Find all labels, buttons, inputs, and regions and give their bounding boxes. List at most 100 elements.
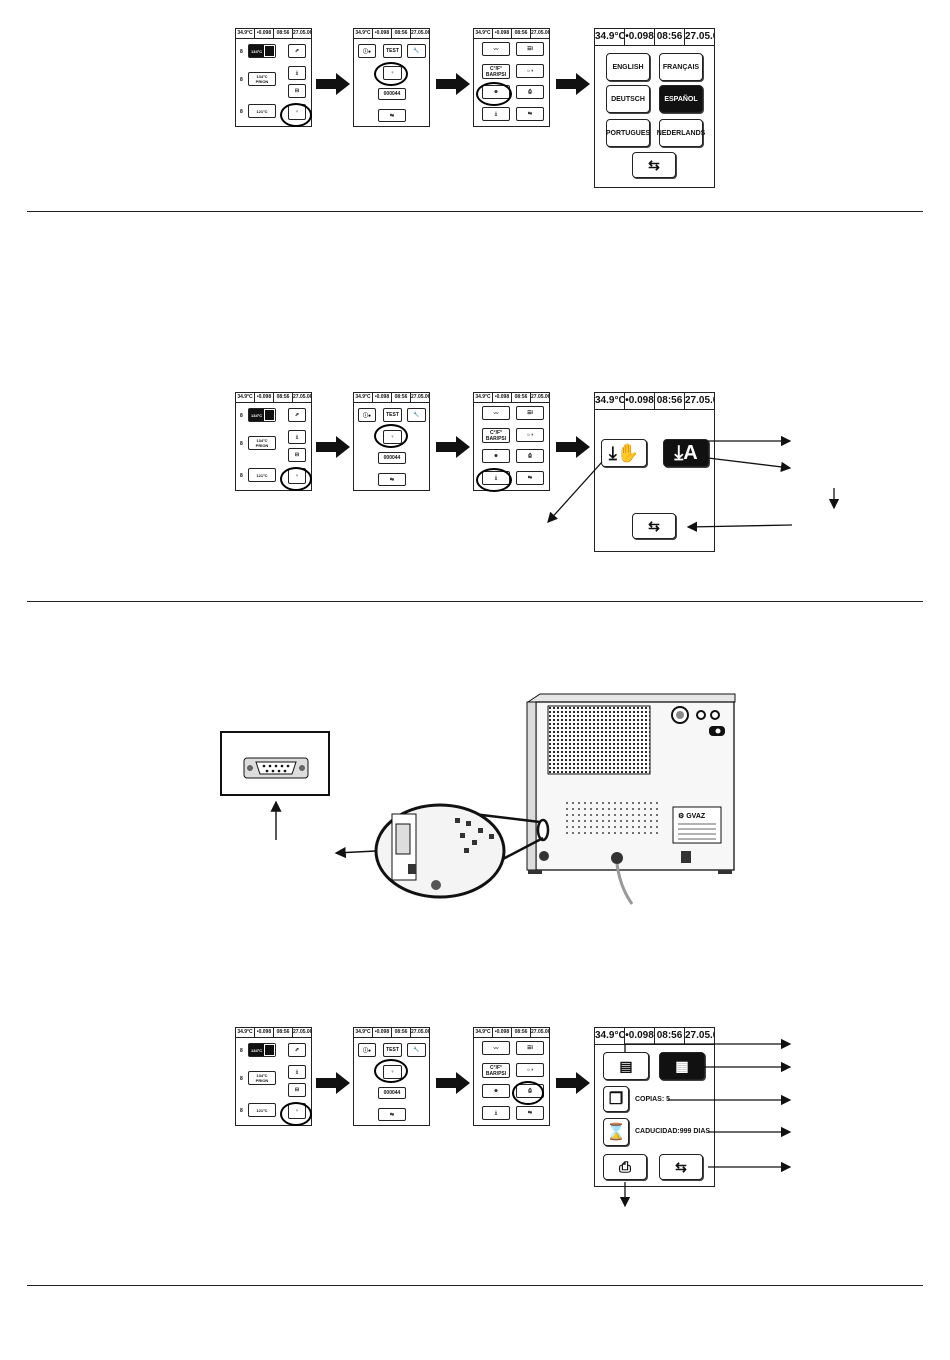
time-readout: 08:56	[273, 1028, 292, 1037]
info-button[interactable]: ⓘ●	[358, 1043, 376, 1057]
door-button[interactable]: ⇗	[288, 44, 306, 58]
load-button[interactable]: ⊟	[288, 1083, 306, 1097]
language-francais-button[interactable]: FRANÇAIS	[659, 53, 703, 81]
info-button[interactable]: ⓘ●	[358, 408, 376, 422]
status-bar: 34.9°C •0.098 08:56 27.05.06	[236, 1028, 311, 1038]
section-printer-connection: ⚙ GVAZ	[0, 602, 950, 1286]
program-134-button[interactable]: 134°C	[248, 408, 276, 422]
units-button[interactable]: C°/F°BAR/PSI	[482, 1063, 510, 1078]
language-nederlands-button[interactable]: NEDERLANDS	[657, 119, 705, 147]
time-readout: 08:56	[654, 29, 684, 45]
graph-button[interactable]: 〰	[482, 1041, 510, 1055]
time-readout: 08:56	[273, 393, 292, 402]
date-readout: 27.05.06	[684, 393, 714, 409]
brightness-button[interactable]: ☼◗	[516, 428, 544, 442]
pressure-readout: •0.098	[624, 393, 654, 409]
flow-arrow-icon	[556, 1072, 590, 1094]
download-button[interactable]: ⤓	[288, 66, 306, 80]
flow-arrow-icon	[556, 436, 590, 458]
auto-download-button[interactable]: ⤓A	[663, 439, 709, 467]
back-button[interactable]: ⇆	[516, 1106, 544, 1120]
program-121-button[interactable]: 121°C	[248, 1103, 276, 1117]
program-134-button[interactable]: 134°C	[248, 44, 276, 58]
language-button[interactable]: ☻	[482, 1084, 510, 1098]
graph-button[interactable]: 〰	[482, 42, 510, 56]
download-button[interactable]: ⤓	[482, 1106, 510, 1120]
back-button[interactable]: ⇆	[378, 473, 406, 486]
test-button[interactable]: TEST	[383, 408, 402, 422]
brightness-button[interactable]: ☼◗	[516, 1063, 544, 1077]
load-button[interactable]: ⊟	[288, 448, 306, 462]
back-button[interactable]: ⇆	[378, 1108, 406, 1121]
language-espanol-button[interactable]: ESPAÑOL	[659, 85, 703, 113]
cycle-counter: 000044	[378, 452, 406, 464]
highlight-ring	[374, 62, 408, 86]
door-button[interactable]: ⇗	[288, 408, 306, 422]
flow-arrow-icon	[556, 73, 590, 95]
test-button[interactable]: TEST	[383, 1043, 402, 1057]
expiry-label: CADUCIDAD:999 DIAS	[635, 1128, 711, 1135]
diamond-icon	[264, 409, 275, 421]
units-button[interactable]: C°/F°BAR/PSI	[482, 64, 510, 79]
wrench-button[interactable]: 🔧	[407, 44, 426, 58]
back-button[interactable]: ⇆	[659, 1154, 703, 1180]
program-134-button[interactable]: 134°C	[248, 1043, 276, 1057]
manual-download-button[interactable]: ⤓✋	[601, 439, 647, 467]
temperature-readout: 34.9°C	[595, 395, 624, 406]
printer-button[interactable]: ⎙	[516, 85, 544, 99]
units-button[interactable]: C°/F°BAR/PSI	[482, 428, 510, 443]
download-button[interactable]: ⤓	[288, 430, 306, 444]
load-button[interactable]: ⊟	[288, 84, 306, 98]
date-readout: 27.05.06	[292, 1028, 311, 1037]
highlight-ring	[374, 1059, 408, 1083]
date-readout: 27.05.06	[292, 393, 311, 402]
wrench-button[interactable]: 🔧	[407, 408, 426, 422]
list-info-button[interactable]: ☰i	[516, 406, 544, 420]
list-info-button[interactable]: ☰i	[516, 42, 544, 56]
language-deutsch-button[interactable]: DEUTSCH	[606, 85, 650, 113]
info-button[interactable]: ⓘ●	[358, 44, 376, 58]
back-button[interactable]: ⇆	[378, 109, 406, 122]
highlight-ring	[512, 1081, 544, 1105]
temperature-readout: 34.9°C	[595, 1030, 624, 1041]
flow-arrow-icon	[316, 73, 350, 95]
section-download: 34.9°C •0.098 08:56 27.05.06 134°C ⇗ 134…	[0, 212, 950, 602]
time-readout: 08:56	[273, 29, 292, 38]
flow-arrow-icon	[316, 1072, 350, 1094]
list-info-button[interactable]: ☰i	[516, 1041, 544, 1055]
wrench-button[interactable]: 🔧	[407, 1043, 426, 1057]
language-english-button[interactable]: ENGLISH	[606, 53, 650, 81]
print-button[interactable]: ⎙	[603, 1154, 647, 1180]
highlight-ring	[280, 103, 312, 127]
diamond-icon	[264, 45, 275, 57]
back-button[interactable]: ⇆	[632, 152, 676, 178]
door-button[interactable]: ⇗	[288, 1043, 306, 1057]
back-button[interactable]: ⇆	[516, 471, 544, 485]
temperature-readout: 34.9°C	[237, 394, 253, 400]
highlight-ring	[280, 1102, 312, 1126]
print-format-grid-button[interactable]: ▦	[659, 1052, 705, 1080]
program-121-button[interactable]: 121°C	[248, 468, 276, 482]
download-button[interactable]: ⤓	[482, 107, 510, 121]
back-button[interactable]: ⇆	[632, 513, 676, 539]
temperature-readout: 34.9°C	[237, 1029, 253, 1035]
download-button[interactable]: ⤓	[288, 1065, 306, 1079]
language-portugues-button[interactable]: PORTUGUES	[606, 119, 650, 147]
graph-button[interactable]: 〰	[482, 406, 510, 420]
print-format-list-button[interactable]: ▤	[603, 1052, 649, 1080]
printer-button[interactable]: ⎙	[516, 449, 544, 463]
status-bar: 34.9°C •0.098 08:56 27.05.06	[236, 393, 311, 403]
back-button[interactable]: ⇆	[516, 107, 544, 121]
hourglass-icon[interactable]: ⌛	[603, 1118, 629, 1146]
language-button[interactable]: ☻	[482, 449, 510, 463]
brightness-button[interactable]: ☼◗	[516, 64, 544, 78]
program-121-button[interactable]: 121°C	[248, 104, 276, 118]
test-button[interactable]: TEST	[383, 44, 402, 58]
copies-icon[interactable]: ❐	[603, 1086, 629, 1112]
